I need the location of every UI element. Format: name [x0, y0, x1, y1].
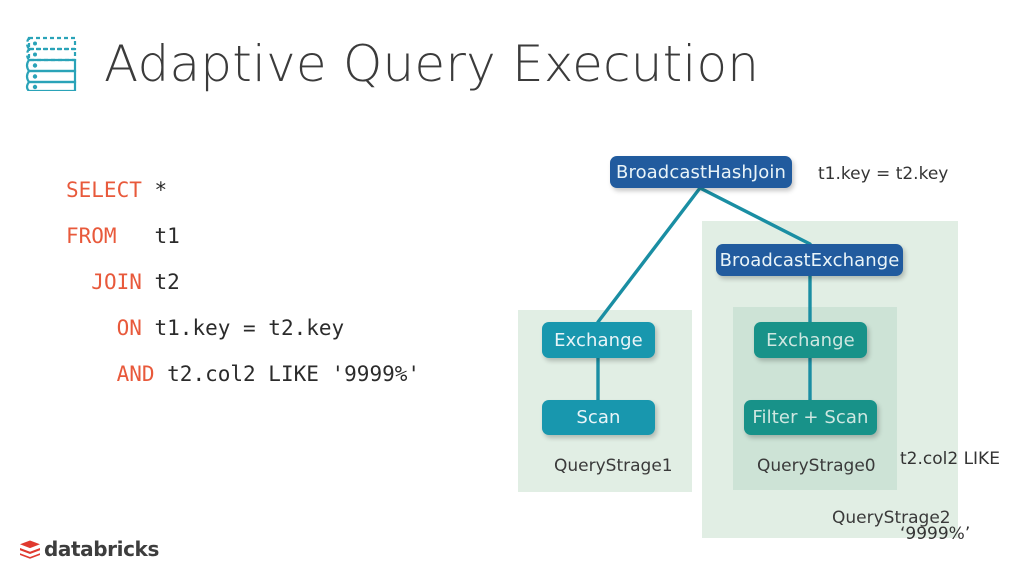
sql-keyword: FROM: [66, 224, 117, 248]
node-label: Exchange: [766, 329, 855, 351]
node-exchange-left[interactable]: Exchange: [542, 322, 655, 358]
databricks-logo: databricks: [19, 537, 159, 561]
databricks-mark-icon: [20, 540, 40, 559]
sql-keyword: AND: [116, 362, 155, 386]
sql-keyword: JOIN: [91, 270, 142, 294]
node-label: BroadcastExchange: [719, 249, 900, 271]
sql-line: ON t1.key = t2.key: [66, 305, 420, 351]
sql-line: FROM t1: [66, 213, 420, 259]
databricks-wordmark: databricks: [44, 537, 159, 561]
sql-text: t2: [141, 270, 180, 294]
annotation-join-condition: t1.key = t2.key: [818, 164, 949, 184]
node-label: Scan: [576, 407, 621, 428]
database-stack-icon: [25, 36, 77, 91]
node-scan-left[interactable]: Scan: [542, 400, 655, 435]
sql-text: t1.key = t2.key: [141, 316, 345, 340]
sql-text: t2.col2 LIKE '9999%': [154, 362, 421, 386]
annotation-filter-line-2: ‘9999%’: [900, 524, 971, 544]
stage-label-query-stage-0: QueryStrage0: [757, 456, 876, 476]
node-label: Exchange: [554, 329, 643, 351]
node-label: Filter + Scan: [752, 407, 869, 428]
page-title: Adaptive Query Execution: [104, 35, 760, 93]
sql-text: t1: [116, 224, 180, 248]
sql-line: JOIN t2: [66, 259, 420, 305]
sql-query: SELECT *FROM t1 JOIN t2 ON t1.key = t2.k…: [66, 167, 420, 397]
stage-label-query-stage-2: QueryStrage2: [832, 508, 951, 528]
node-filter-scan-right[interactable]: Filter + Scan: [744, 400, 877, 435]
node-label: BroadcastHashJoin: [616, 161, 786, 183]
node-exchange-right[interactable]: Exchange: [754, 322, 867, 358]
sql-text: *: [141, 178, 168, 202]
node-broadcast-hash-join[interactable]: BroadcastHashJoin: [610, 156, 792, 188]
sql-line: SELECT *: [66, 167, 420, 213]
annotation-filter-condition: t2.col2 LIKE ‘9999%’: [900, 397, 1000, 570]
node-broadcast-exchange[interactable]: BroadcastExchange: [716, 244, 903, 276]
stage-label-query-stage-1: QueryStrage1: [554, 456, 673, 476]
sql-keyword: ON: [116, 316, 142, 340]
sql-line: AND t2.col2 LIKE '9999%': [66, 351, 420, 397]
annotation-filter-line-1: t2.col2 LIKE: [900, 449, 1000, 469]
sql-keyword: SELECT: [66, 178, 142, 202]
